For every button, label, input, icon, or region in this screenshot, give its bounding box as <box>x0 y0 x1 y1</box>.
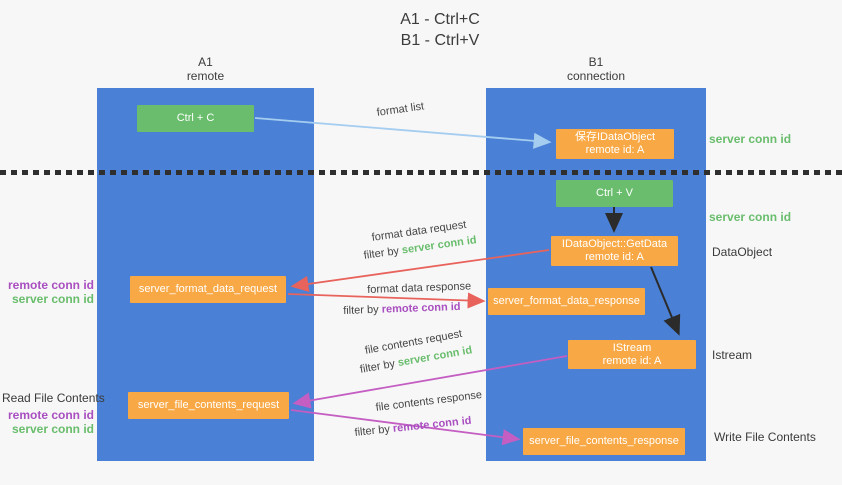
label-remote-conn-id-left-bottom: remote conn id <box>7 408 94 422</box>
filter-by-prefix: filter by <box>363 245 400 262</box>
label-format-list: format list <box>376 100 425 119</box>
node-server-format-data-request-label: server_format_data_request <box>138 283 278 295</box>
label-remote-conn-id-left-top: remote conn id <box>7 278 94 292</box>
label-server-conn-id-right-top: server conn id <box>709 132 792 146</box>
node-istream-line1: IStream <box>612 341 652 354</box>
lane-b1-id: B1 <box>588 55 604 69</box>
node-getdata-line1: IDataObject::GetData <box>561 238 668 250</box>
label-write-file-contents: Write File Contents <box>714 430 816 444</box>
node-server-file-contents-response-label: server_file_contents_response <box>529 435 679 447</box>
label-server-conn-id-left-bottom: server conn id <box>11 422 94 436</box>
lane-a1-id: A1 <box>198 55 213 69</box>
node-server-file-contents-response: server_file_contents_response <box>523 428 685 455</box>
lane-a1-header: A1 remote <box>97 55 314 83</box>
node-save-dataobject: 保存IDataObject remote id: A <box>556 129 674 159</box>
label-format-data-response: format data response <box>367 280 472 296</box>
filter-by-prefix: filter by <box>354 423 391 439</box>
node-ctrl-v-label: Ctrl + V <box>596 187 633 199</box>
filter-remote-conn-id: remote conn id <box>392 414 472 435</box>
lane-b1-header: B1 connection <box>486 55 706 83</box>
node-ctrl-c-label: Ctrl + C <box>176 112 215 124</box>
node-server-file-contents-request-label: server_file_contents_request <box>137 399 280 411</box>
diagram-title: A1 - Ctrl+C B1 - Ctrl+V <box>320 9 560 51</box>
node-save-dataobject-line1: 保存IDataObject <box>574 131 656 143</box>
label-server-conn-id-left-top: server conn id <box>11 292 94 306</box>
lane-a1-subtitle: remote <box>186 69 225 83</box>
node-server-file-contents-request: server_file_contents_request <box>128 392 289 419</box>
label-read-file-contents: Read File Contents <box>2 391 105 405</box>
node-ctrl-v: Ctrl + V <box>556 180 673 207</box>
node-istream: IStream remote id: A <box>568 340 696 369</box>
label-server-conn-id-right-mid: server conn id <box>709 210 792 224</box>
label-file-contents-response: file contents response <box>375 388 483 414</box>
filter-by-prefix: filter by <box>359 357 397 376</box>
label-dataobject: DataObject <box>712 245 773 259</box>
separator-dotted-line <box>0 170 842 175</box>
label-filter-by-remote-2: filter by remote conn id <box>354 415 472 439</box>
lane-b1-subtitle: connection <box>566 69 626 83</box>
label-filter-by-remote-1: filter by remote conn id <box>343 301 461 317</box>
filter-remote-conn-id: remote conn id <box>381 300 461 316</box>
node-getdata-line2: remote id: A <box>585 251 644 263</box>
node-istream-line2: remote id: A <box>602 354 662 367</box>
node-getdata: IDataObject::GetData remote id: A <box>551 236 678 266</box>
node-server-format-data-response: server_format_data_response <box>488 288 645 315</box>
title-line-2: B1 - Ctrl+V <box>400 32 480 49</box>
node-server-format-data-request: server_format_data_request <box>130 276 286 303</box>
node-save-dataobject-line2: remote id: A <box>585 144 645 156</box>
node-server-format-data-response-label: server_format_data_response <box>493 295 640 307</box>
node-ctrl-c: Ctrl + C <box>137 105 254 132</box>
label-istream: Istream <box>712 348 753 362</box>
filter-by-prefix: filter by <box>343 303 379 317</box>
title-line-1: A1 - Ctrl+C <box>400 11 480 28</box>
